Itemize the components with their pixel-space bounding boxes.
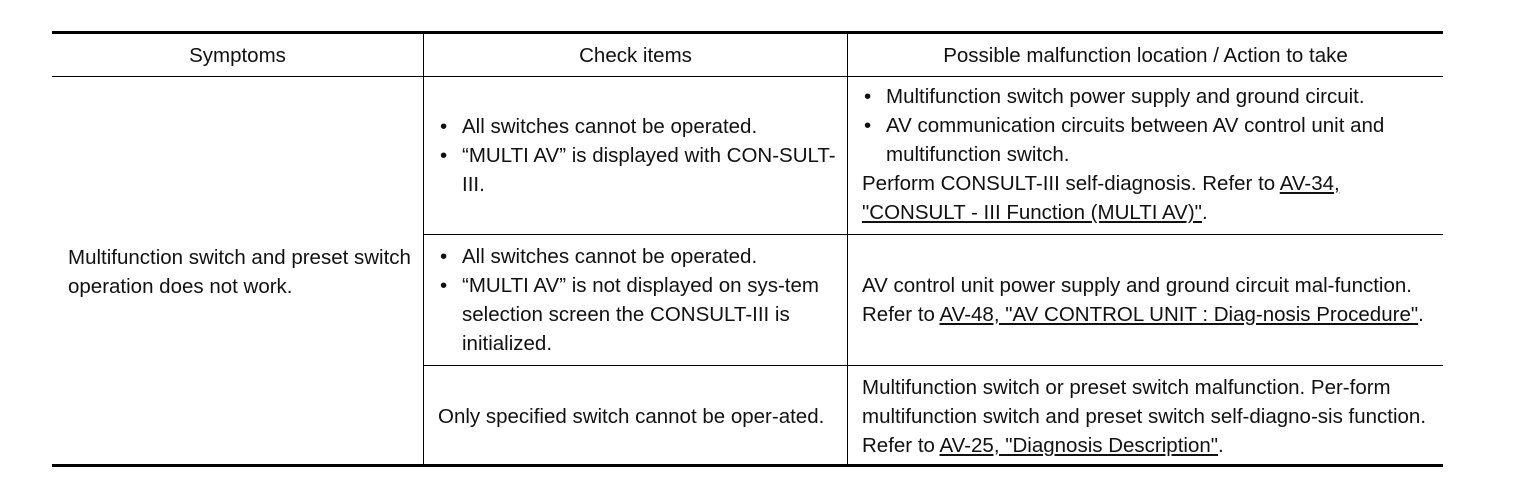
row-divider	[423, 365, 1443, 366]
action-end: .	[1418, 303, 1424, 326]
row3-action-cell: Multifunction switch or preset switch ma…	[862, 366, 1432, 467]
reference-link[interactable]: AV-34, "CONSULT - III Function (MULTI AV…	[862, 172, 1340, 224]
row1-check-list: All switches cannot be operated. “MULTI …	[438, 112, 838, 199]
row1-check-cell: All switches cannot be operated. “MULTI …	[438, 77, 838, 234]
list-item: Multifunction switch power supply and gr…	[862, 82, 1440, 111]
row2-action-cell: AV control unit power supply and ground …	[862, 235, 1427, 365]
reference-link[interactable]: AV-48, "AV CONTROL UNIT : Diag-nosis Pro…	[939, 303, 1419, 326]
row2-action-text: AV control unit power supply and ground …	[862, 271, 1427, 329]
row3-action-text: Multifunction switch or preset switch ma…	[862, 373, 1432, 460]
row1-action-cell: Multifunction switch power supply and gr…	[862, 82, 1440, 227]
row1-action-list: Multifunction switch power supply and gr…	[862, 82, 1440, 169]
action-text: Perform CONSULT-III self-diagnosis. Refe…	[862, 172, 1280, 195]
header-divider	[52, 76, 1443, 77]
row-divider	[423, 234, 1443, 235]
list-item: All switches cannot be operated.	[438, 112, 838, 141]
action-text: Multifunction switch or preset switch ma…	[862, 376, 1427, 457]
row2-check-cell: All switches cannot be operated. “MULTI …	[438, 235, 838, 365]
action-end: .	[1201, 201, 1208, 224]
diagnosis-table: Symptoms Check items Possible malfunctio…	[52, 31, 1443, 467]
row1-action-text: Perform CONSULT-III self-diagnosis. Refe…	[862, 169, 1440, 227]
symptom-text: Multifunction switch and preset switch o…	[68, 246, 411, 298]
row3-check-text: Only specified switch cannot be oper-ate…	[438, 405, 825, 428]
action-end: .	[1218, 434, 1224, 457]
action-text: AV control unit power supply and ground …	[862, 274, 1412, 326]
row2-check-list: All switches cannot be operated. “MULTI …	[438, 242, 838, 358]
list-item: All switches cannot be operated.	[438, 242, 838, 271]
list-item: “MULTI AV” is displayed with CON-SULT-II…	[438, 141, 838, 199]
list-item: AV communication circuits between AV con…	[862, 111, 1440, 169]
column-divider	[423, 34, 424, 464]
column-divider	[847, 34, 848, 464]
row3-check-cell: Only specified switch cannot be oper-ate…	[438, 366, 838, 467]
symptom-cell: Multifunction switch and preset switch o…	[68, 77, 413, 467]
list-item: “MULTI AV” is not displayed on sys-tem s…	[438, 271, 838, 358]
header-check-items: Check items	[579, 43, 692, 67]
reference-link[interactable]: AV-25, "Diagnosis Description"	[939, 434, 1219, 457]
header-symptoms: Symptoms	[189, 43, 286, 67]
header-action: Possible malfunction location / Action t…	[943, 43, 1348, 67]
